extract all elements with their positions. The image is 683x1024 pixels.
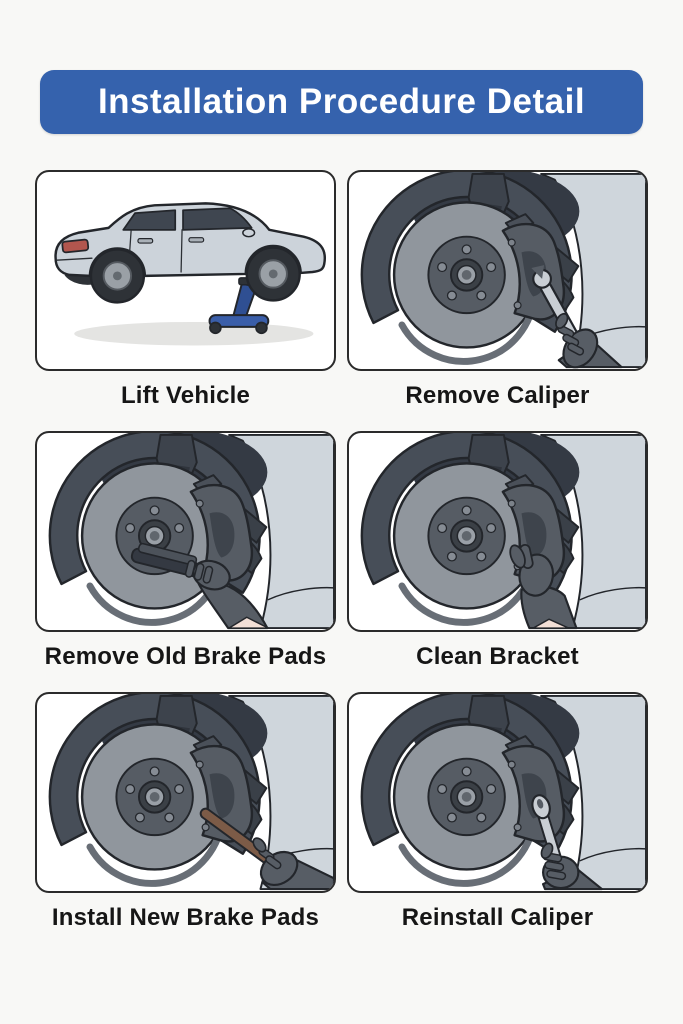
brake-tool-brown-icon (37, 694, 334, 891)
step-card-remove-caliper: Remove Caliper (347, 170, 648, 431)
reinstall-caliper-illustration (347, 692, 648, 893)
brake-pad-pull-icon (37, 433, 334, 630)
lift-vehicle-illustration (35, 170, 336, 371)
step-card-remove-old-brake-pads: Remove Old Brake Pads (35, 431, 336, 692)
step-label-install-new-brake-pads: Install New Brake Pads (51, 904, 320, 931)
brake-wrench-vertical-icon (349, 694, 646, 891)
remove-caliper-illustration (347, 170, 648, 371)
step-label-reinstall-caliper: Reinstall Caliper (401, 904, 594, 931)
car-on-jack-icon (54, 202, 327, 346)
brake-hand-touch-icon (349, 433, 646, 630)
brake-wrench-angled-icon (349, 172, 646, 369)
clean-bracket-illustration (347, 431, 648, 632)
header-banner: Installation Procedure Detail (40, 70, 643, 134)
step-card-lift-vehicle: Lift Vehicle (35, 170, 336, 431)
step-card-install-new-brake-pads: Install New Brake Pads (35, 692, 336, 953)
remove-old-brake-pads-illustration (35, 431, 336, 632)
page-title: Installation Procedure Detail (97, 82, 586, 121)
step-label-remove-old-brake-pads: Remove Old Brake Pads (44, 643, 327, 670)
step-label-remove-caliper: Remove Caliper (405, 382, 590, 409)
step-label-clean-bracket: Clean Bracket (416, 643, 579, 670)
install-new-brake-pads-illustration (35, 692, 336, 893)
step-label-lift-vehicle: Lift Vehicle (120, 382, 251, 409)
step-card-reinstall-caliper: Reinstall Caliper (347, 692, 648, 953)
step-card-clean-bracket: Clean Bracket (347, 431, 648, 692)
steps-grid: Lift Vehicle Remove Calip (35, 170, 648, 953)
